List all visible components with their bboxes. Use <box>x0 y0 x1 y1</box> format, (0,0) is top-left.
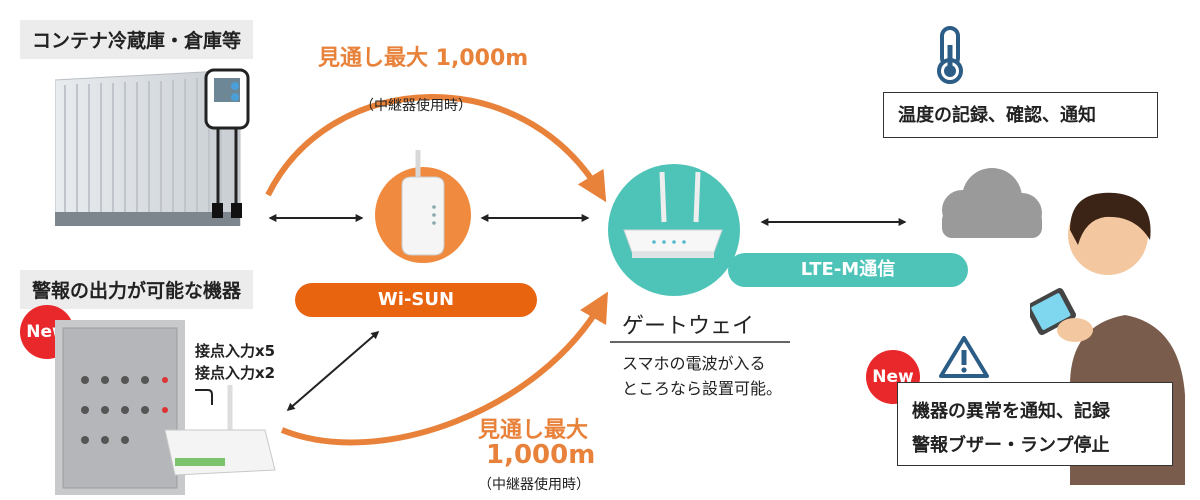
range-top-note: （中継器使用時） <box>360 98 472 114</box>
wireless-device-icon <box>164 385 276 476</box>
wisun-pill: Wi-SUN <box>295 283 537 317</box>
link-device-repeater <box>286 330 380 412</box>
sensor-icon <box>204 68 250 218</box>
range-bottom-value: 1,000m <box>486 440 596 470</box>
repeater-icon <box>375 150 471 263</box>
contacts-out-label: 接点入力x2 <box>195 364 276 382</box>
range-arc-top <box>265 94 607 203</box>
warning-icon <box>939 336 989 378</box>
alarm-box: 機器の異常を通知、記録 警報ブザー・ランプ停止 <box>897 382 1173 466</box>
range-arc-bottom <box>280 291 608 446</box>
control-panel-image <box>55 320 185 495</box>
alarm-box-line1: 機器の異常を通知、記録 <box>912 401 1110 422</box>
container-label: コンテナ冷蔵庫・倉庫等 <box>20 20 254 59</box>
alarm-box-line2: 警報ブザー・ランプ停止 <box>912 435 1110 456</box>
range-top-label: 見通し最大 1,000m <box>318 46 529 71</box>
lte-pill: LTE-M通信 <box>728 253 968 287</box>
gateway-desc-1: スマホの電波が入る <box>622 354 766 373</box>
thermometer-icon <box>937 26 963 84</box>
router-icon <box>608 164 740 296</box>
cloud-icon <box>942 168 1042 238</box>
container-image <box>55 69 241 226</box>
contacts-in-label: 接点入力x5 <box>195 342 276 360</box>
range-bottom-note: （中継器使用時） <box>478 477 590 493</box>
gateway-title: ゲートウェイ <box>622 314 755 339</box>
alarm-devices-label: 警報の出力が可能な機器 <box>20 270 254 309</box>
gateway-desc-2: ところなら設置可能。 <box>622 379 783 398</box>
range-bottom-label: 見通し最大 <box>478 418 589 443</box>
temperature-box: 温度の記録、確認、通知 <box>883 92 1158 138</box>
